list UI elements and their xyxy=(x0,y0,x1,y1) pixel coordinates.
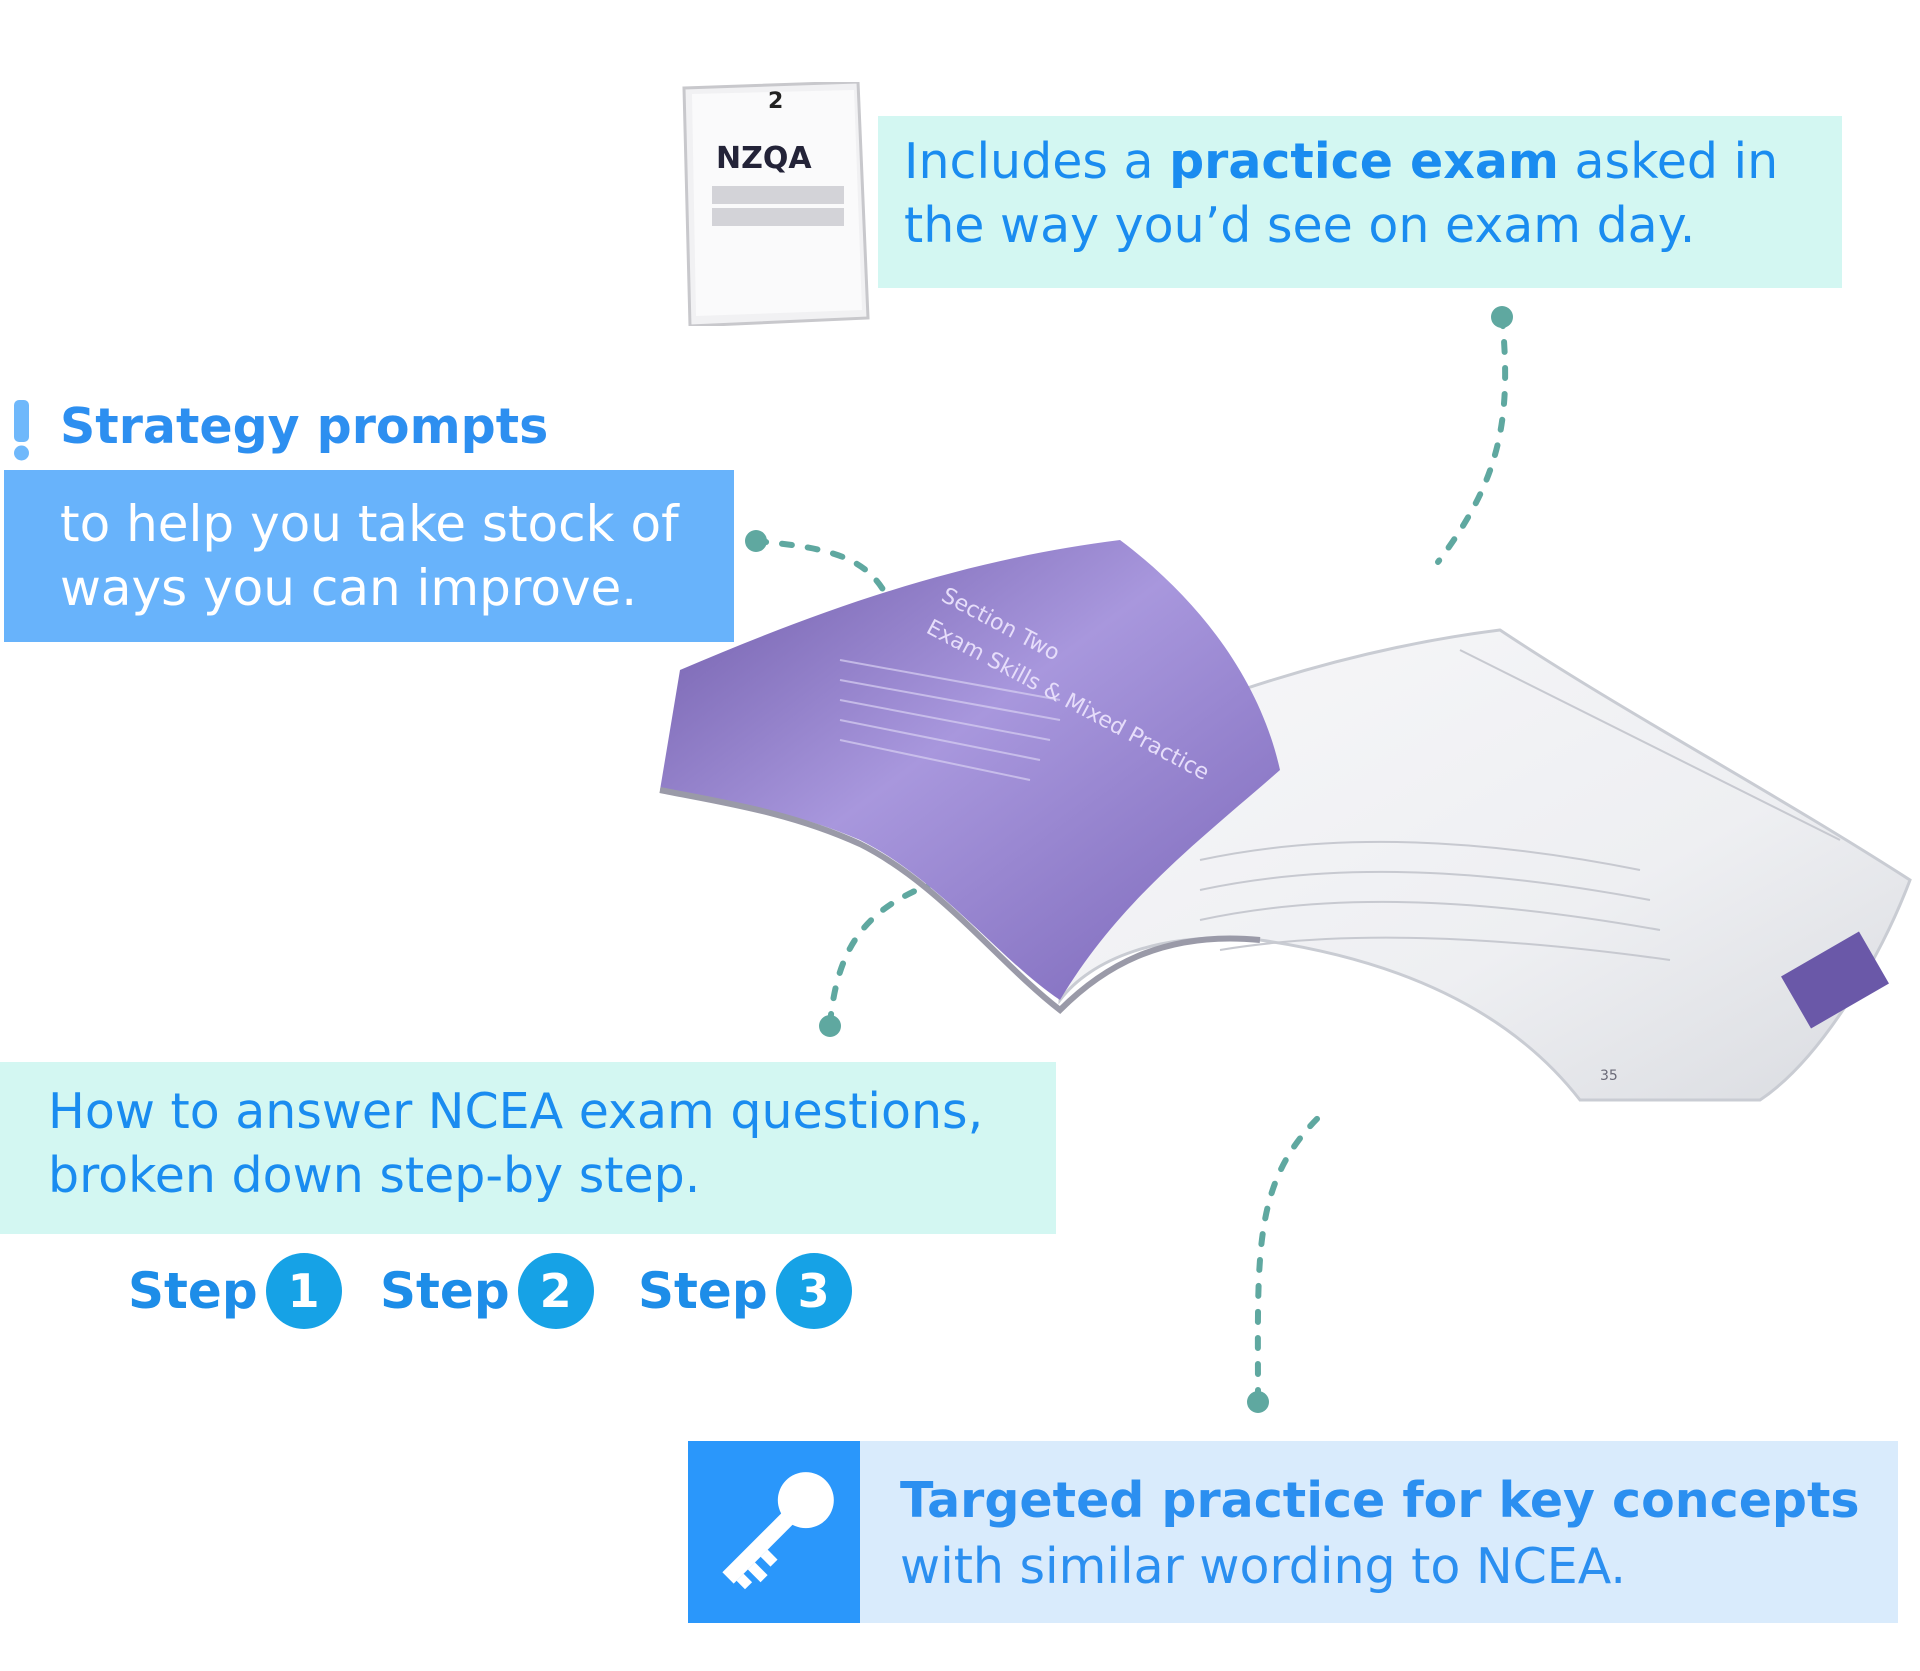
step-number-badge: 3 xyxy=(775,1253,852,1329)
booklet-page-number: 35 xyxy=(1600,1068,1618,1084)
step-2: Step 2 xyxy=(380,1250,594,1332)
exclamation-icon xyxy=(14,400,29,461)
connector-practice xyxy=(1435,313,1509,565)
practice-exam-text-bold: practice exam xyxy=(1169,133,1559,190)
connector-dot-practice xyxy=(1491,306,1513,328)
strategy-title: Strategy prompts xyxy=(60,398,549,455)
steps-callout xyxy=(0,1062,1056,1234)
targeted-practice-callout xyxy=(688,1441,1898,1623)
step-number-badge: 1 xyxy=(265,1253,342,1329)
exam-paper-logo: NZQA xyxy=(716,141,812,176)
right-page-tab xyxy=(1781,931,1889,1029)
step-label: Step xyxy=(128,1262,258,1320)
practice-exam-text: Includes a practice exam asked in the wa… xyxy=(904,130,1834,258)
practice-exam-text-end: asked in the way you’d see on exam day. xyxy=(904,133,1779,254)
connector-targeted xyxy=(1254,1109,1327,1403)
steps-text: How to answer NCEA exam questions, broke… xyxy=(48,1083,984,1204)
step-1: Step 1 xyxy=(128,1250,342,1332)
step-label: Step xyxy=(638,1262,768,1320)
targeted-practice-text-end: with similar wording to NCEA. xyxy=(900,1538,1627,1595)
exam-paper-icon: 2 NZQA xyxy=(682,82,870,326)
step-label: Step xyxy=(380,1262,510,1320)
connector-dot-steps xyxy=(819,1015,841,1037)
key-icon-tile xyxy=(688,1441,860,1623)
key-icon xyxy=(722,1472,834,1590)
practice-exam-callout xyxy=(878,116,1842,288)
strategy-callout xyxy=(4,470,734,642)
exam-paper-number: 2 xyxy=(768,89,783,114)
step-number-badge: 2 xyxy=(517,1253,594,1329)
practice-exam-text-start: Includes a xyxy=(904,133,1170,190)
booklet-illustration: Section Two Exam Skills & Mixed Practice… xyxy=(659,540,1912,1102)
strategy-text: to help you take stock of ways you can i… xyxy=(60,495,679,617)
connector-dot-strategy xyxy=(745,530,767,552)
targeted-practice-text-bold: Targeted practice for key concepts xyxy=(900,1472,1860,1529)
connector-dot-targeted xyxy=(1247,1391,1269,1413)
step-3: Step 3 xyxy=(638,1250,852,1332)
targeted-practice-text: Targeted practice for key concepts with … xyxy=(900,1468,1880,1600)
